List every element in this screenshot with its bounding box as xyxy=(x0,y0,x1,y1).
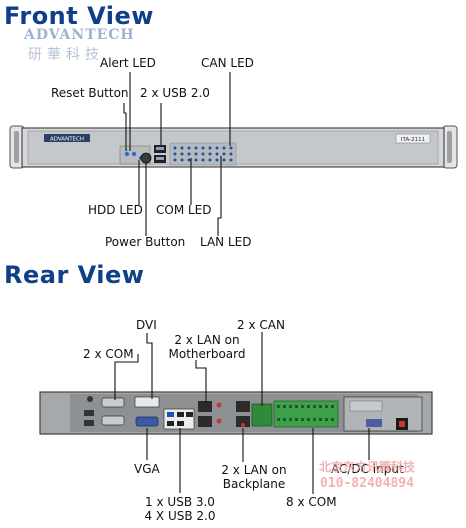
front-view-title: Front View xyxy=(4,2,154,30)
rear-leader-lines xyxy=(114,332,370,494)
advantech-chinese-logo: 研華科技 xyxy=(28,47,104,63)
can-led-label: CAN LED xyxy=(201,56,254,70)
lan-motherboard-line1: 2 x LAN on xyxy=(174,333,240,347)
alert-led-label: Alert LED xyxy=(100,56,156,70)
watermark-phone: 010-82404894 xyxy=(320,476,414,491)
rear-view-title: Rear View xyxy=(4,261,145,289)
vga-label: VGA xyxy=(134,462,160,476)
lan-motherboard-label: 2 x LAN on Motherboard xyxy=(165,333,249,361)
rear-chassis xyxy=(39,391,433,435)
front-leader-lines xyxy=(123,72,231,236)
dvi-label: DVI xyxy=(136,318,157,332)
power-button-label: Power Button xyxy=(105,235,186,249)
rear-8com-label: 8 x COM xyxy=(286,495,337,509)
model-label: ITA-2111 xyxy=(401,137,425,143)
acdc-input-label: AC/DC input xyxy=(331,462,404,476)
rear-can-label: 2 x CAN xyxy=(237,318,285,332)
lan-motherboard-line2: Motherboard xyxy=(168,347,246,361)
rear-usb-label: 1 x USB 3.0 4 X USB 2.0 xyxy=(134,495,226,523)
rear-usb-line1: 1 x USB 3.0 xyxy=(145,495,215,509)
advantech-logo: ADVANTECH xyxy=(24,27,135,43)
lan-backplane-line2: Backplane xyxy=(222,477,286,491)
watermark-company: 北京东方讯腾科技 xyxy=(319,460,416,474)
rear-usb-line2: 4 X USB 2.0 xyxy=(144,509,216,523)
panel-logo: ADVANTECH xyxy=(50,137,84,143)
com-led-label: COM LED xyxy=(156,203,212,217)
front-usb-label: 2 x USB 2.0 xyxy=(140,86,210,100)
power-button-shape xyxy=(140,152,152,164)
lan-led-label: LAN LED xyxy=(200,235,252,249)
hdd-led-label: HDD LED xyxy=(88,203,143,217)
front-chassis: ADVANTECH ITA-2111 xyxy=(9,125,458,169)
rear-com-label: 2 x COM xyxy=(83,347,134,361)
lan-backplane-line1: 2 x LAN on xyxy=(221,463,287,477)
lan-backplane-label: 2 x LAN on Backplane xyxy=(212,463,296,491)
reset-button-label: Reset Button xyxy=(51,86,129,100)
